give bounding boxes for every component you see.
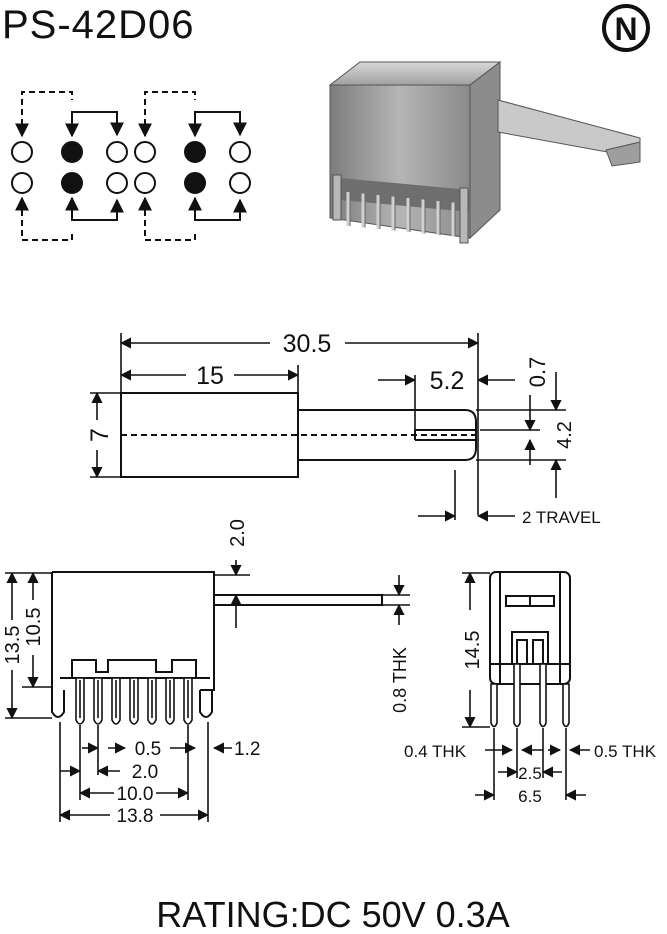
- terminal-pin: [490, 683, 498, 728]
- rating-text: RATING:DC 50V 0.3A: [156, 894, 509, 934]
- dim-lever-offset: 2.0: [227, 519, 249, 547]
- top-view: 30.5 15 5.2 0.7 4.2 7 2 TRAVEL: [86, 330, 601, 527]
- dim-gap: 0.7: [525, 357, 550, 388]
- dim-body-height-side: 10.5: [23, 608, 45, 647]
- terminal-pin: [539, 663, 547, 728]
- dim-end-height: 14.5: [462, 631, 484, 670]
- dim-travel: 2 TRAVEL: [522, 508, 601, 527]
- dim-pin-thk-right: 0.5 THK: [594, 742, 657, 761]
- end-view-body: [489, 571, 571, 685]
- dim-pin-thk-left: 0.4 THK: [404, 742, 467, 761]
- photo-pins: [332, 174, 469, 244]
- common-contact: [61, 172, 83, 194]
- circuit-schematic: [11, 91, 251, 241]
- common-contact: [61, 141, 83, 163]
- side-pins: [75, 677, 193, 725]
- side-view-lever: [213, 594, 383, 606]
- dim-outer-pitch: 10.0: [117, 784, 154, 805]
- dim-lug-width: 1.2: [234, 739, 260, 760]
- contact: [134, 141, 156, 163]
- dim-body-height: 7: [86, 428, 114, 442]
- common-contact: [184, 141, 206, 163]
- dim-lever-tip: 5.2: [430, 367, 465, 395]
- logo-icon: N: [602, 4, 650, 52]
- end-pins: [490, 663, 570, 728]
- dim-body-length: 15: [196, 362, 224, 390]
- dim-pin-pitch: 2.0: [132, 762, 158, 783]
- dim-overall-width: 13.8: [117, 806, 154, 827]
- contact: [106, 172, 128, 194]
- logo-letter: N: [614, 11, 637, 47]
- contact: [106, 141, 128, 163]
- dim-overall-length: 30.5: [283, 330, 332, 358]
- contact: [11, 141, 33, 163]
- dim-pin-width: 0.5: [135, 739, 161, 760]
- top-view-body: [120, 392, 299, 478]
- terminal-pin: [513, 663, 521, 728]
- end-view: 14.5 0.4 THK 0.5 THK 2.5 6.5: [404, 571, 657, 806]
- contact: [229, 141, 251, 163]
- dim-end-overall: 6.5: [518, 787, 542, 806]
- contact: [134, 172, 156, 194]
- switch-photo: [328, 60, 641, 244]
- dim-total-height: 13.5: [2, 626, 24, 665]
- model-title: PS-42D06: [2, 3, 195, 47]
- dim-lever-thickness: 0.8 THK: [390, 647, 410, 713]
- dim-row-pitch: 2.5: [518, 764, 542, 783]
- contact: [11, 172, 33, 194]
- common-contact: [184, 172, 206, 194]
- dim-lever-width: 4.2: [554, 421, 576, 449]
- contact: [229, 172, 251, 194]
- terminal-pin: [562, 683, 570, 728]
- side-view: 13.5 10.5 2.0 0.8 THK 0.5 1.2 2.0 10.0 1…: [2, 519, 410, 827]
